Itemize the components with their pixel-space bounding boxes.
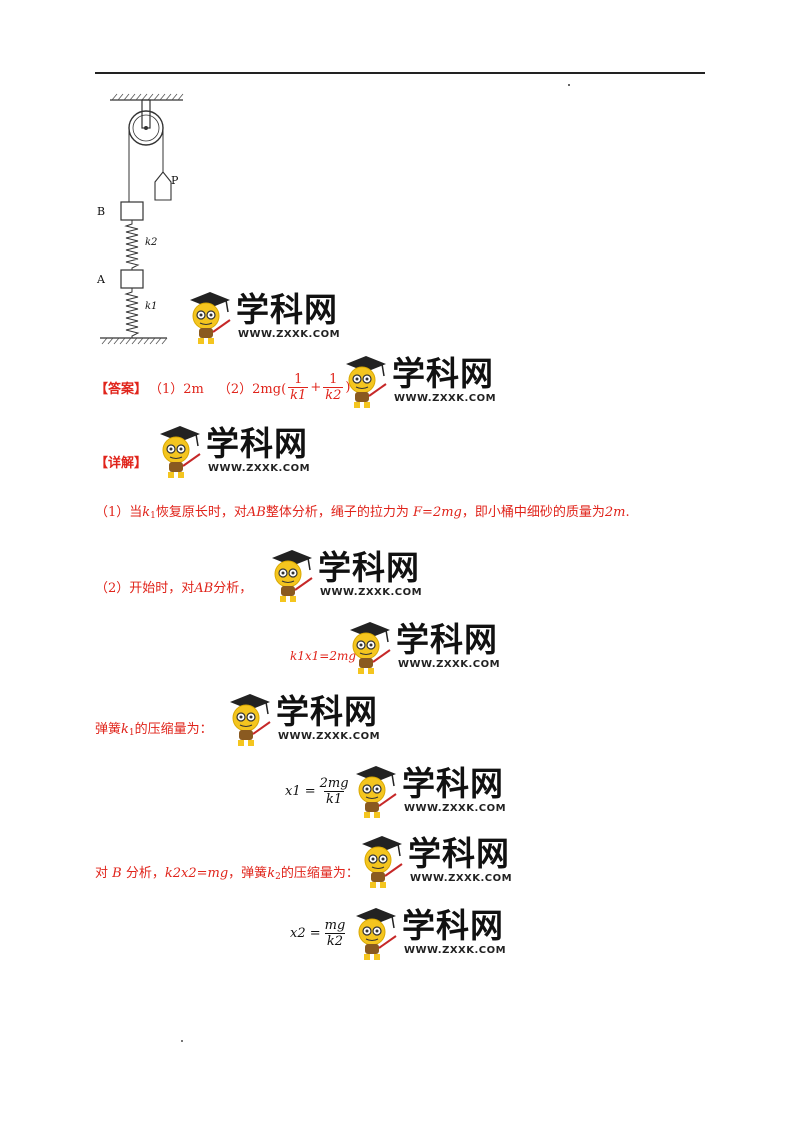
mascot-icon [190,292,231,344]
label-a: A [97,273,105,286]
watermark-logo: 学科网 WWW.ZXXK.COM [352,764,512,822]
detail-line-2: （2）开始时，对AB分析， [95,581,253,596]
logo-title: 学科网 [408,834,510,873]
answer-line: 【答案】 （1）2m （2）2mg( 1 k1 + 1 k2 ) [95,372,350,403]
detail-line-3: 弹簧k1的压缩量为： [95,722,213,738]
logo-title: 学科网 [206,424,308,463]
detail-line-4: 对 B 分析，k2x2=mg，弹簧k2的压缩量为： [95,866,359,882]
detail-tag: 【详解】 [95,456,148,471]
header-rule [95,72,705,74]
answer-tag: 【答案】 [95,382,148,397]
equation-3-fraction: mg k2 [324,918,346,949]
answer-plus: + [310,380,322,395]
logo-url: WWW.ZXXK.COM [394,393,497,404]
logo-url: WWW.ZXXK.COM [208,463,311,474]
logo-url: WWW.ZXXK.COM [320,587,423,598]
watermark-logo: 学科网 WWW.ZXXK.COM [156,424,316,482]
equation-1: k1x1=2mg [290,649,357,663]
logo-url: WWW.ZXXK.COM [404,803,507,814]
label-b: B [97,205,106,218]
header-dot [568,84,570,86]
mascot-icon [356,766,397,818]
spring-pulley-diagram: P B k2 A k1 [95,90,195,350]
logo-url: WWW.ZXXK.COM [410,873,513,884]
answer-part2-prefix: （2）2mg( [217,382,287,397]
watermark-logo: 学科网 WWW.ZXXK.COM [186,290,346,348]
mascot-icon [160,426,201,478]
equation-2: x1 = 2mg k1 [285,776,349,807]
mascot-icon [272,550,313,602]
equation-2-fraction: 2mg k1 [319,776,349,807]
watermark-logo: 学科网 WWW.ZXXK.COM [358,834,518,892]
footer-dot [181,1040,183,1042]
watermark-logo: 学科网 WWW.ZXXK.COM [352,906,512,964]
logo-title: 学科网 [236,290,338,329]
logo-title: 学科网 [402,906,504,945]
label-k2: k2 [145,237,158,248]
watermark-logo: 学科网 WWW.ZXXK.COM [346,620,506,678]
logo-url: WWW.ZXXK.COM [404,945,507,956]
answer-fraction-2: 1 k2 [323,372,344,403]
logo-title: 学科网 [396,620,498,659]
logo-title: 学科网 [276,692,378,731]
watermark-logo: 学科网 WWW.ZXXK.COM [342,354,502,412]
mascot-icon [346,356,387,408]
mascot-icon [350,622,391,674]
logo-url: WWW.ZXXK.COM [278,731,381,742]
answer-part1: （1）2m [149,382,204,397]
mascot-icon [362,836,403,888]
answer-fraction-1: 1 k1 [288,372,309,403]
answer-part2-suffix: ) [345,380,351,395]
label-k1: k1 [145,301,158,312]
equation-3: x2 = mg k2 [290,918,346,949]
logo-title: 学科网 [392,354,494,393]
logo-title: 学科网 [402,764,504,803]
watermark-logo: 学科网 WWW.ZXXK.COM [226,692,386,750]
logo-url: WWW.ZXXK.COM [238,329,341,340]
logo-title: 学科网 [318,548,420,587]
watermark-logo: 学科网 WWW.ZXXK.COM [268,548,428,606]
mascot-icon [356,908,397,960]
mascot-icon [230,694,271,746]
detail-line-1: （1）当k1恢复原长时，对AB整体分析，绳子的拉力为 F=2mg，即小桶中细砂的… [95,505,630,521]
logo-url: WWW.ZXXK.COM [398,659,501,670]
diagram-svg [100,93,184,345]
label-p: P [171,174,179,187]
